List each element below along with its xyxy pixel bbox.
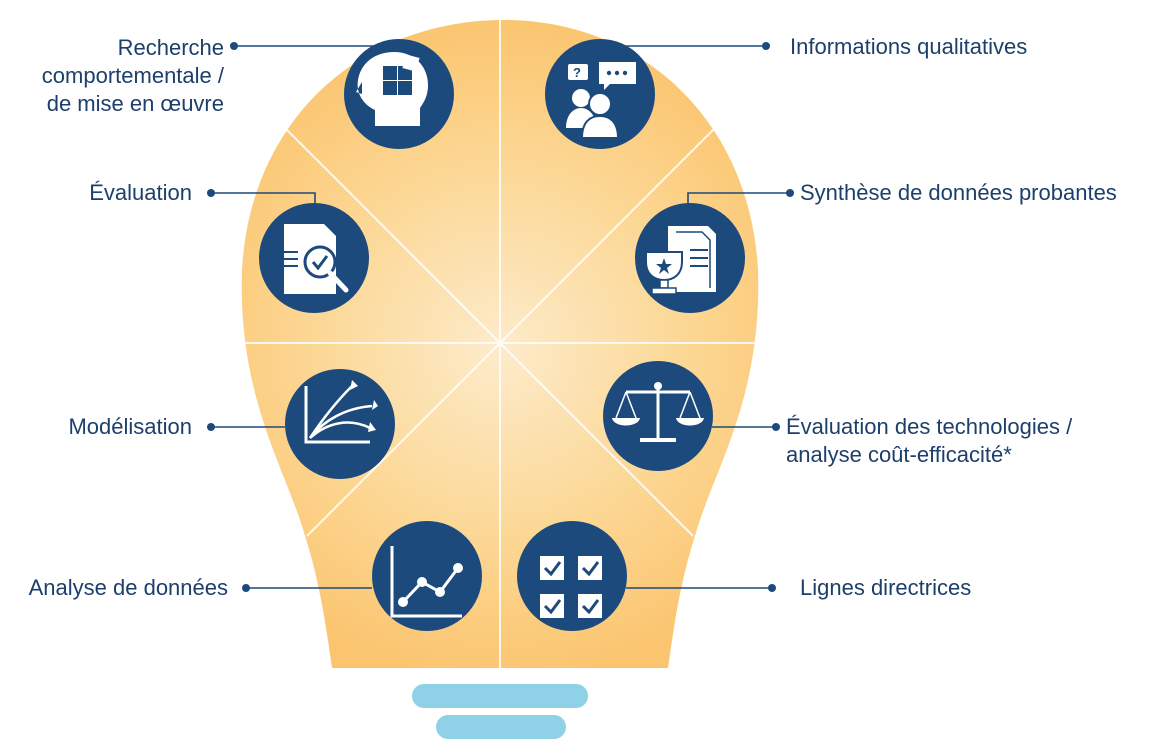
- label-behavioural-research: Recherche comportementale / de mise en œ…: [41, 35, 224, 116]
- bulb-base-upper: [412, 684, 588, 708]
- connector-dots: [207, 42, 794, 592]
- label-qualitative-information: Informations qualitatives: [790, 34, 1028, 59]
- label-guidelines: Lignes directrices: [800, 575, 972, 600]
- label-modelling: Modélisation: [68, 414, 192, 439]
- trophy-documents-icon: [635, 203, 745, 313]
- segment-dividers: [242, 20, 758, 668]
- label-evidence-synthesis: Synthèse de données probantes: [800, 180, 1117, 205]
- label-technology-assessment: Évaluation des technologies / analyse co…: [786, 414, 1073, 467]
- balance-scale-icon: [603, 361, 713, 471]
- label-evaluation: Évaluation: [89, 180, 192, 205]
- checklist-icon: [517, 521, 627, 631]
- head-puzzle-icon: [344, 39, 454, 149]
- document-magnifier-check-icon: [259, 203, 369, 313]
- people-conversation-icon: ?: [545, 39, 655, 149]
- line-chart-icon: [372, 521, 482, 631]
- curves-chart-icon: [285, 369, 395, 479]
- label-data-analysis: Analyse de données: [28, 575, 228, 600]
- svg-text:?: ?: [573, 65, 581, 80]
- bulb-base-lower: [436, 715, 566, 739]
